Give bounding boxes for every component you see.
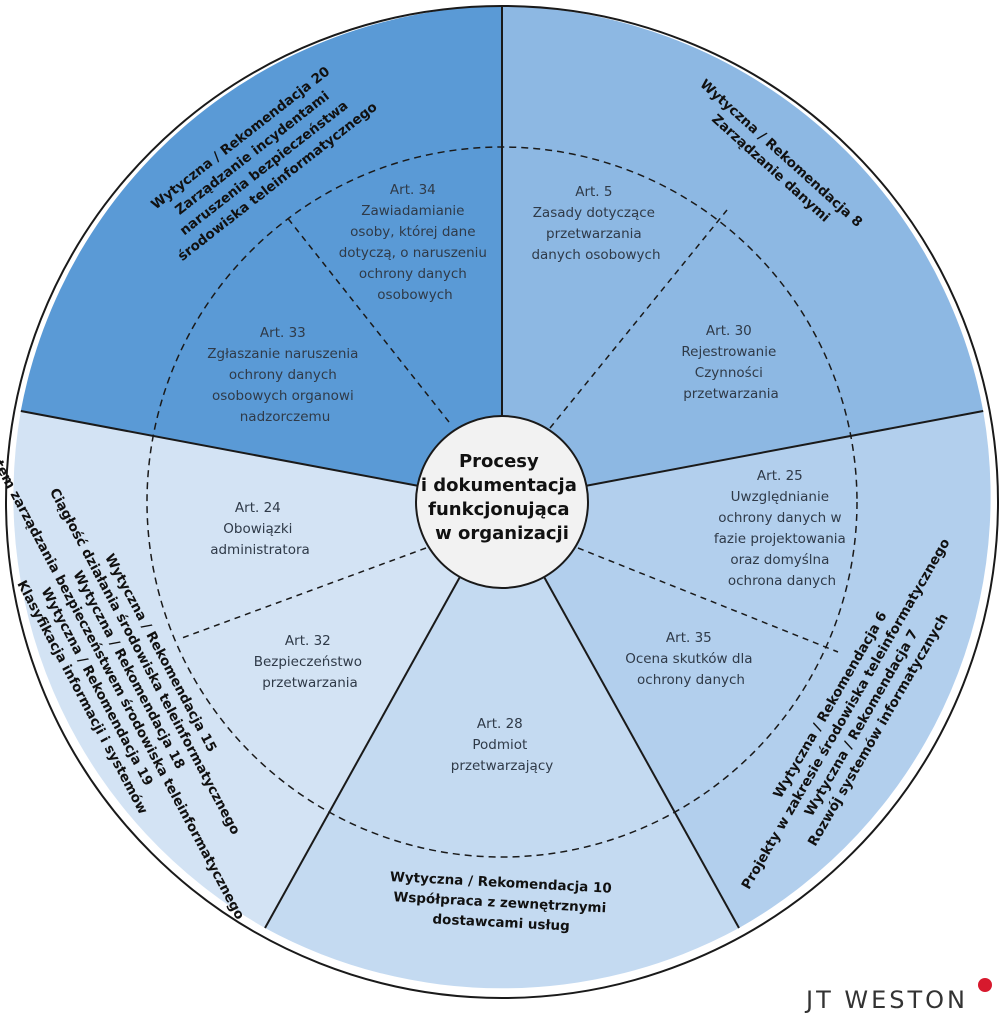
brand-dot-icon bbox=[978, 978, 992, 992]
sector-top-left bbox=[20, 6, 503, 502]
outer-border bbox=[5, 5, 999, 999]
brand-wordmark: JT WESTON bbox=[804, 986, 968, 1014]
jt-weston-logo: JT WESTON bbox=[804, 978, 992, 1014]
art32-label: Art. 32 Bezpieczeństwo przetwarzania bbox=[254, 633, 367, 691]
art28-label: Art. 28 Podmiot przetwarzający bbox=[451, 716, 553, 774]
art25-label: Art. 25 Uwzględnianie ochrony danych w f… bbox=[714, 468, 850, 589]
articles-dashed-ring bbox=[146, 146, 858, 858]
article-dividers bbox=[181, 209, 839, 653]
outer-ring bbox=[13, 6, 991, 989]
art5-label: Art. 5 Zasady dotyczące przetwarzania da… bbox=[531, 184, 660, 263]
art33-label: Art. 33 Zgłaszanie naruszenia ochrony da… bbox=[207, 325, 362, 425]
guideline-label-bottom: Wytyczna / Rekomendacja 10 Współpraca z … bbox=[387, 869, 616, 937]
art24-label: Art. 24 Obowiązki administratora bbox=[210, 500, 310, 558]
sector-dividers bbox=[20, 6, 984, 929]
sector-top-right bbox=[502, 6, 984, 502]
sector-left bbox=[13, 411, 502, 928]
center-circle bbox=[415, 415, 589, 589]
art34-label: Art. 34 Zawiadamianie osoby, której dane… bbox=[339, 182, 492, 303]
sector-bottom bbox=[265, 502, 739, 989]
art30-label: Art. 30 Rejestrowanie Czynności przetwar… bbox=[681, 323, 780, 402]
art35-label: Art. 35 Ocena skutków dla ochrony danych bbox=[625, 630, 757, 688]
center-title: Procesy i dokumentacja funkcjonująca w o… bbox=[421, 451, 583, 544]
sector-right bbox=[502, 411, 991, 928]
